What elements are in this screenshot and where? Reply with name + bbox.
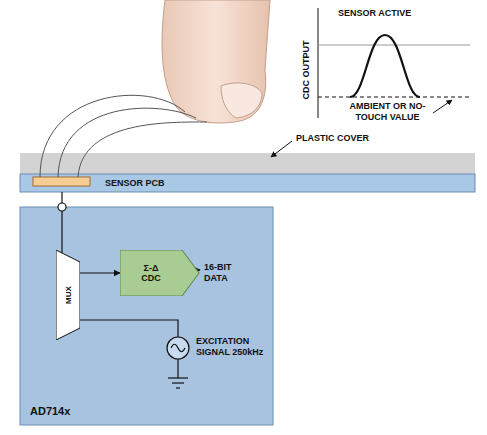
part-label: PLASTIC COVER	[296, 133, 369, 144]
mux-trapezoid: MUX	[56, 250, 80, 340]
node-text: AD714x	[30, 405, 70, 417]
threshold-line	[318, 45, 470, 46]
baseline	[318, 96, 470, 97]
chip-body	[20, 207, 273, 425]
finger	[162, 0, 270, 123]
field-line	[78, 122, 207, 177]
excitation-wire	[80, 320, 178, 337]
leader-arrow	[433, 100, 452, 113]
signal-name: EXCITATION SIGNAL 250kHz	[196, 336, 268, 358]
text-holder: SENSOR PCB	[105, 174, 165, 192]
signal-wire	[61, 192, 62, 253]
chip-box: AD714x MUX Σ-Δ CDC	[20, 207, 273, 425]
ac-source-symbol	[171, 344, 185, 352]
text-holder: Σ-Δ CDC	[120, 250, 182, 296]
junction-dot	[58, 203, 66, 211]
node-text: MUX	[64, 286, 73, 304]
axis-label: CDC OUTPUT	[301, 41, 312, 100]
signal-name: 16-BIT DATA	[204, 262, 244, 284]
ground-symbol	[168, 377, 188, 378]
plastic-cover	[20, 153, 475, 174]
signal-wire	[80, 272, 120, 273]
cdc-block: Σ-Δ CDC	[120, 250, 200, 296]
pcb-band: SENSOR PCB	[20, 174, 475, 192]
cdc-symbol	[120, 250, 199, 296]
node-text: Σ-Δ CDC	[136, 263, 166, 284]
text-holder: MUX	[64, 286, 73, 304]
response-curve	[350, 35, 420, 97]
mux-symbol	[56, 250, 80, 340]
field-line	[58, 108, 196, 177]
ground-wire	[177, 359, 178, 378]
sensor-pad	[33, 177, 90, 186]
text-holder: AD714x	[30, 405, 70, 417]
graph-label: SENSOR ACTIVE	[338, 8, 411, 19]
ac-source-symbol	[167, 337, 189, 359]
field-line	[40, 95, 185, 177]
ground-symbol	[176, 387, 180, 388]
pcb-band	[20, 174, 475, 192]
fingernail	[221, 83, 262, 118]
graph-label: AMBIENT OR NO-TOUCH VALUE	[345, 101, 430, 123]
ground-symbol	[172, 382, 184, 383]
leader-arrow	[271, 141, 292, 157]
node-text: SENSOR PCB	[105, 178, 165, 188]
graph-axis	[318, 8, 319, 118]
